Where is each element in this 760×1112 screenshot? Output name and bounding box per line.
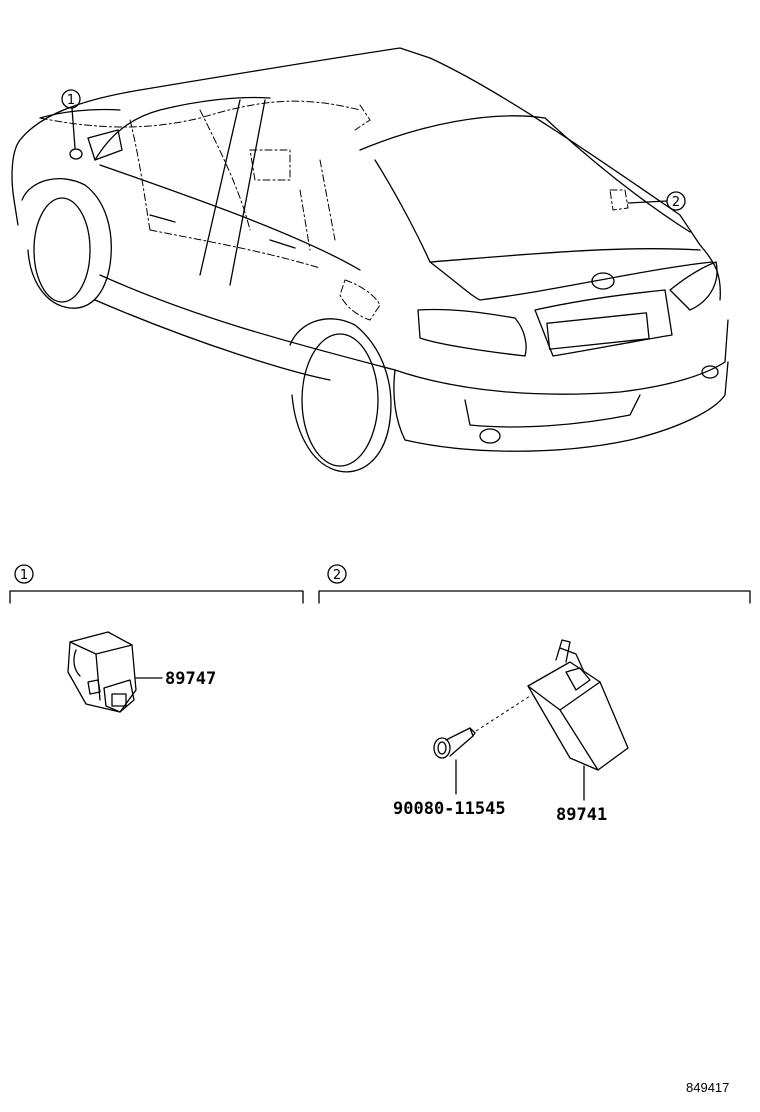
callout-1-number: 1 <box>67 93 75 108</box>
part-number-89741: 89741 <box>556 805 607 825</box>
section-2-bracket <box>318 590 751 604</box>
callout-2: 2 <box>627 191 686 211</box>
drawing-number: 849417 <box>686 1080 729 1095</box>
car-illustration <box>11 47 729 473</box>
callout-2-number: 2 <box>672 195 680 210</box>
section-1: 1 89747 <box>9 564 304 713</box>
section-2: 2 90080-11545 89741 <box>318 564 751 825</box>
section-1-bracket <box>9 590 304 604</box>
sensor-89747-drawing <box>67 631 137 713</box>
section-2-number: 2 <box>333 568 341 583</box>
bolt-alignment-line <box>475 695 531 732</box>
callout-1: 1 <box>61 89 81 149</box>
control-unit-89741-drawing <box>527 639 629 771</box>
part-number-90080-11545: 90080-11545 <box>393 799 506 819</box>
section-1-number: 1 <box>20 568 28 583</box>
bolt-drawing <box>433 727 476 759</box>
part-number-89747: 89747 <box>165 669 216 689</box>
